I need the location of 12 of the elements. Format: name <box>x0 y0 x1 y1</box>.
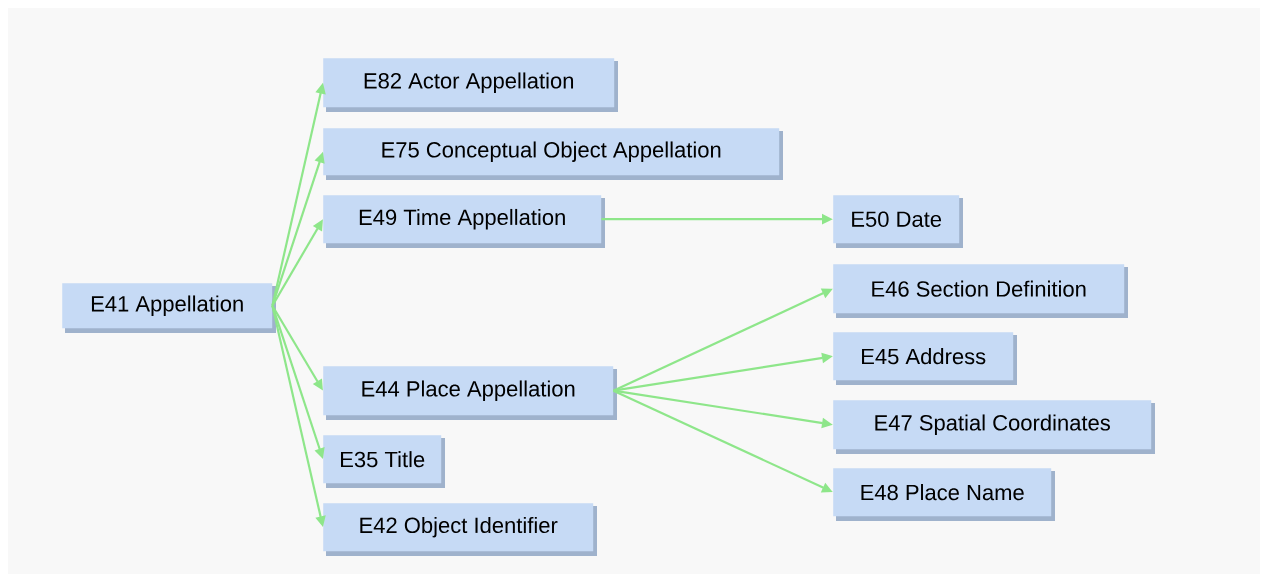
class-box: E46 Section Definition <box>833 264 1128 318</box>
class-box: E75 Conceptual Object Appellation <box>323 128 783 180</box>
class-box: E48 Place Name <box>833 468 1055 521</box>
class-box: E35 Title <box>323 435 445 488</box>
class-box: E47 Spatial Coordinates <box>833 400 1155 454</box>
class-box: E82 Actor Appellation <box>323 58 618 112</box>
class-box: E50 Date <box>833 195 963 248</box>
class-box: E45 Address <box>833 332 1017 385</box>
class-box: E41 Appellation <box>62 283 276 333</box>
class-box: E49 Time Appellation <box>323 195 605 248</box>
class-box: E44 Place Appellation <box>323 366 617 420</box>
class-box: E42 Object Identifier <box>323 503 597 556</box>
